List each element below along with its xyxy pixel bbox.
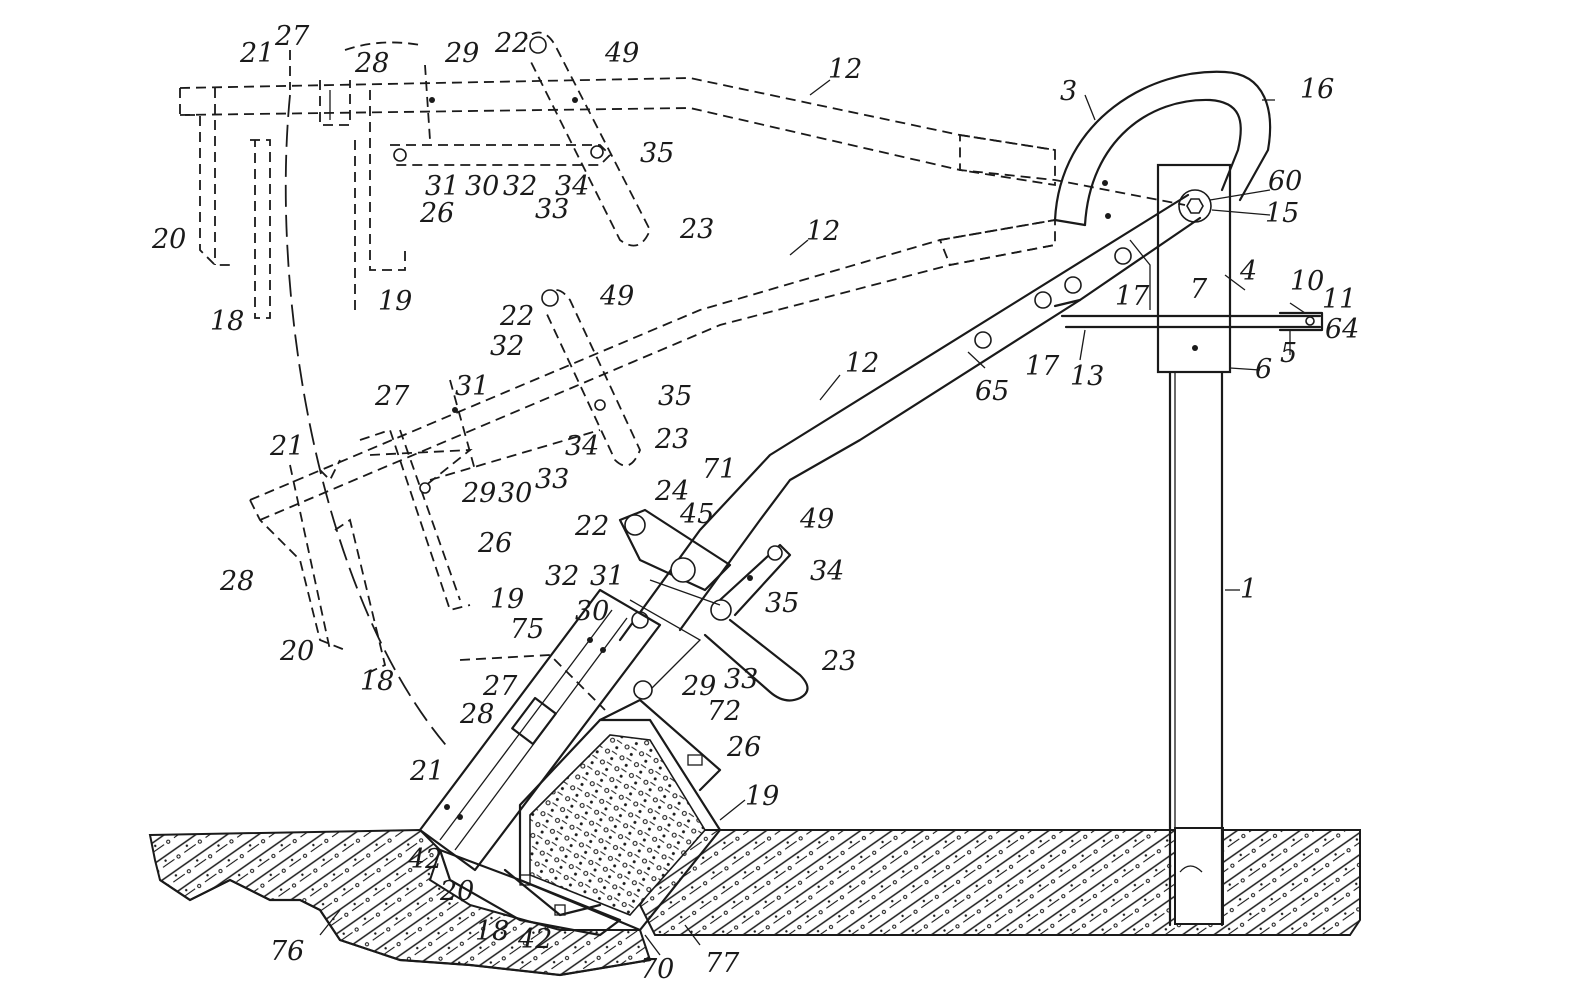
label-49-top: 49 (604, 38, 639, 69)
label-26-solid: 26 (726, 732, 761, 763)
label-34-solid: 34 (810, 556, 844, 587)
label-19-solid: 19 (745, 781, 779, 812)
vertical-post (1168, 358, 1224, 927)
label-27-solid: 27 (482, 671, 518, 702)
label-77: 77 (705, 948, 740, 979)
pivot-bolt (1178, 189, 1212, 223)
label-24: 24 (654, 476, 689, 507)
label-49-solid: 49 (799, 504, 834, 535)
label-19-mid: 19 (490, 584, 524, 615)
label-28-top: 28 (354, 48, 389, 79)
label-30-top: 30 (465, 171, 499, 202)
hook-arm (1053, 70, 1272, 227)
label-33-mid: 33 (535, 464, 569, 495)
label-16: 16 (1300, 74, 1334, 105)
label-29-top: 29 (444, 38, 479, 69)
label-18-mid: 18 (360, 666, 394, 697)
leader-lines (319, 79, 1306, 956)
label-42-lower: 42 (517, 924, 552, 955)
label-76: 76 (270, 936, 304, 967)
horizontal-bar (1060, 311, 1324, 332)
label-32-top: 32 (503, 171, 537, 202)
middle-phantom-position (249, 218, 1056, 711)
label-71: 71 (702, 454, 736, 485)
label-26-mid: 26 (477, 528, 512, 559)
label-34-mid: 34 (565, 431, 599, 462)
label-28-mid: 28 (219, 566, 254, 597)
label-42-upper: 42 (407, 844, 442, 875)
label-22-solid: 22 (574, 511, 609, 542)
label-33-top: 33 (535, 194, 569, 225)
label-27-top: 27 (274, 21, 310, 52)
label-21-mid: 21 (269, 431, 304, 462)
post-hole (1174, 827, 1224, 925)
label-35-top: 35 (640, 138, 674, 169)
label-15: 15 (1265, 198, 1299, 229)
label-28-solid: 28 (459, 699, 494, 730)
label-10: 10 (1290, 266, 1324, 297)
label-5: 5 (1280, 338, 1297, 369)
label-22-top: 22 (494, 28, 529, 59)
label-35-solid: 35 (765, 588, 799, 619)
label-70: 70 (640, 954, 674, 985)
label-22-mid: 22 (499, 301, 534, 332)
label-26-top: 26 (419, 198, 454, 229)
label-17-upper: 17 (1115, 281, 1150, 312)
label-60: 60 (1268, 166, 1302, 197)
label-29-solid: 29 (681, 671, 716, 702)
label-17-lower: 17 (1025, 351, 1060, 382)
label-34-top: 34 (555, 171, 589, 202)
label-29-mid: 29 (461, 478, 496, 509)
label-23-solid: 23 (821, 646, 856, 677)
label-72: 72 (707, 696, 741, 727)
label-13: 13 (1070, 361, 1104, 392)
label-23-top: 23 (679, 214, 714, 245)
label-31-top: 31 (425, 171, 459, 202)
label-27-mid: 27 (374, 381, 410, 412)
label-21-top: 21 (239, 38, 274, 69)
label-49-mid: 49 (599, 281, 634, 312)
label-64: 64 (1325, 314, 1359, 345)
lower-mechanism (418, 508, 809, 937)
label-75: 75 (510, 614, 544, 645)
excavated-ground (148, 828, 652, 977)
ground-section (638, 827, 1361, 936)
label-4: 4 (1239, 256, 1257, 287)
label-65: 65 (975, 376, 1009, 407)
label-1: 1 (1240, 574, 1257, 605)
label-11: 11 (1322, 284, 1356, 315)
label-32-mid: 32 (490, 331, 524, 362)
label-30-mid: 30 (498, 478, 532, 509)
label-20-mid: 20 (279, 636, 314, 667)
label-30-solid: 30 (575, 596, 609, 627)
label-20-top: 20 (151, 224, 186, 255)
reference-labels: 1 3 4 5 6 7 10 11 12 12 12 13 15 16 17 1… (151, 21, 1359, 985)
handle-bar (618, 193, 1202, 642)
label-21-solid: 21 (409, 756, 444, 787)
label-18-solid: 18 (475, 916, 509, 947)
label-18-top: 18 (210, 306, 244, 337)
label-35-mid: 35 (658, 381, 692, 412)
label-20-solid: 20 (439, 876, 474, 907)
upper-phantom-position (179, 31, 1186, 751)
label-19-top: 19 (378, 286, 412, 317)
label-12-handle: 12 (845, 348, 879, 379)
label-31-solid: 31 (590, 561, 624, 592)
label-3: 3 (1060, 76, 1077, 107)
label-32-solid: 32 (545, 561, 579, 592)
label-33-solid: 33 (724, 664, 758, 695)
label-23-mid: 23 (654, 424, 689, 455)
label-6: 6 (1255, 354, 1272, 385)
label-31-mid: 31 (455, 371, 489, 402)
label-12-mid: 12 (806, 216, 840, 247)
label-45: 45 (679, 499, 714, 530)
label-12-top: 12 (828, 54, 862, 85)
label-7: 7 (1190, 274, 1208, 305)
